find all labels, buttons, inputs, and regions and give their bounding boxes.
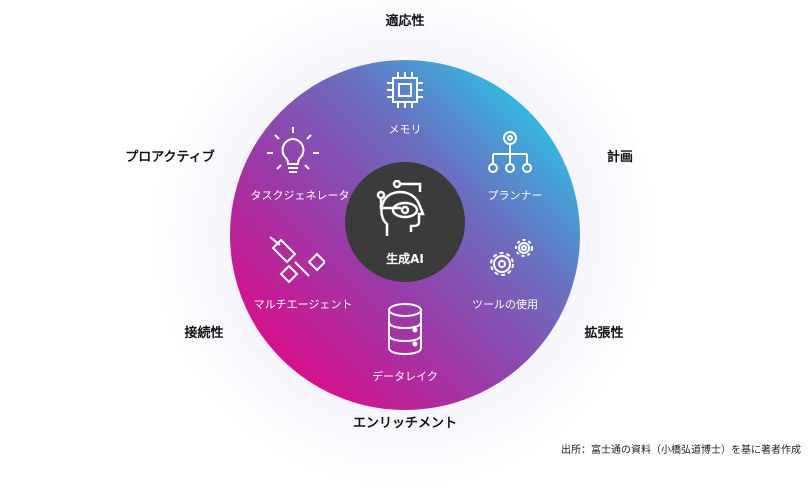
label-proactive: プロアクティブ <box>125 150 215 165</box>
label-scalability: 拡張性 <box>584 326 624 341</box>
lightbulb-icon <box>267 127 319 173</box>
item-tool-use: ツールの使用 <box>472 298 538 311</box>
label-adaptability: 適応性 <box>385 14 425 29</box>
label-connectivity: 接続性 <box>184 326 224 341</box>
generative-ai-core <box>345 162 465 282</box>
item-task-generator: タスクジェネレータ <box>250 189 350 202</box>
ai-head-icon <box>376 180 425 236</box>
chip-icon <box>387 72 423 108</box>
item-memory: メモリ <box>388 123 422 136</box>
item-planner: プランナー <box>487 189 543 202</box>
database-icon <box>388 303 422 356</box>
center-label: 生成AI <box>386 252 424 266</box>
item-data-lake: データレイク <box>372 370 438 383</box>
source-note: 出所：富士通の資料（小橋弘道博士）を基に著者作成 <box>561 445 801 456</box>
label-planning: 計画 <box>606 150 634 165</box>
label-enrichment: エンリッチメント <box>352 416 458 431</box>
gears-icon <box>490 239 533 276</box>
item-multi-agent: マルチエージェント <box>253 298 353 311</box>
hierarchy-icon <box>488 131 532 173</box>
plug-icon <box>269 236 325 284</box>
